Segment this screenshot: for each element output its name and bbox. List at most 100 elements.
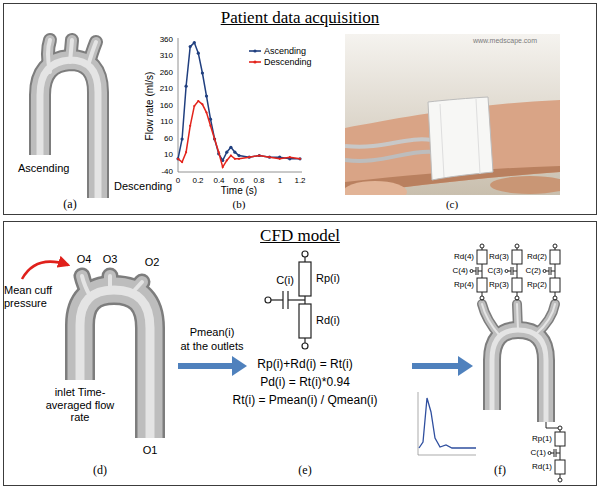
cuff-photo xyxy=(440,99,480,177)
tick-label: -40 xyxy=(161,167,173,176)
aorta-model xyxy=(80,276,150,438)
legend-sample xyxy=(253,49,256,52)
windkessel-circuit xyxy=(265,251,311,349)
component-label: Rp(3) xyxy=(489,280,509,289)
component-label: Rp(1) xyxy=(532,434,552,443)
data-point xyxy=(233,151,236,154)
process-arrow xyxy=(412,363,460,369)
aorta-model xyxy=(40,60,98,198)
windkessel-circuit xyxy=(299,262,311,296)
data-point xyxy=(222,166,224,168)
panel-title: CFD model xyxy=(4,226,596,246)
data-point xyxy=(230,154,232,156)
aorta-model xyxy=(482,304,555,422)
component-label: Rp(2) xyxy=(527,280,547,289)
data-point xyxy=(234,158,236,160)
data-point xyxy=(209,125,211,127)
panel-letter: (e) xyxy=(298,464,311,478)
data-point xyxy=(185,85,188,88)
cuff-photo xyxy=(345,152,433,161)
process-arrow xyxy=(178,363,234,369)
data-point xyxy=(189,125,191,127)
windkessel-circuit xyxy=(304,338,305,343)
data-point xyxy=(177,158,179,160)
cuff-photo xyxy=(345,139,432,146)
panel-letter: (a) xyxy=(63,198,76,212)
panel-title: Patient data acquisition xyxy=(4,8,596,28)
data-point xyxy=(214,138,216,140)
tick-label: 10 xyxy=(164,150,173,159)
panel-letter: (c) xyxy=(446,198,458,211)
resistor-symbol xyxy=(546,422,558,428)
tick-label: 360 xyxy=(160,35,173,44)
outlet-label: O2 xyxy=(145,256,160,269)
watermark: www.medscape.com xyxy=(473,37,537,45)
part-label: Ascending xyxy=(18,162,69,175)
data-point xyxy=(218,151,220,153)
data-point xyxy=(201,103,203,105)
outlet-label: O4 xyxy=(77,253,92,266)
data-point xyxy=(181,161,183,163)
data-point xyxy=(279,158,281,160)
component-label: Rd(3) xyxy=(489,252,509,261)
flow-chart-axes xyxy=(178,38,179,172)
panel-letter: (f) xyxy=(494,464,506,478)
component-label: Rd(1) xyxy=(532,462,552,471)
process-arrow xyxy=(178,356,473,376)
data-point xyxy=(189,45,192,48)
data-point xyxy=(237,154,240,157)
data-point xyxy=(201,71,204,74)
panel-letter: (d) xyxy=(93,464,107,478)
legend-sample xyxy=(253,60,256,63)
data-point xyxy=(197,52,200,55)
axis-title: Flow rate (ml/s) xyxy=(144,72,156,141)
arrow-label: at the outlets xyxy=(181,340,244,353)
windkessel-circuit xyxy=(302,251,308,257)
data-point xyxy=(258,154,260,156)
process-arrow xyxy=(232,356,247,376)
data-point xyxy=(193,105,195,107)
data-point xyxy=(289,156,291,158)
process-arrow xyxy=(458,356,473,376)
aorta-model xyxy=(492,330,546,422)
arrow-label: Pmean(i) xyxy=(190,326,235,339)
data-point xyxy=(299,158,301,160)
data-point xyxy=(205,95,208,98)
component-label: C(1) xyxy=(530,448,546,457)
note: inlet Time-averaged flow rate xyxy=(37,386,123,424)
data-point xyxy=(205,112,207,114)
tick-label: 60 xyxy=(164,134,173,143)
legend-label: Ascending xyxy=(264,46,306,56)
equation: Rt(i) = Pmean(i) / Qmean(i) xyxy=(232,394,377,408)
cuff-photo xyxy=(345,181,407,195)
panel-letter: (b) xyxy=(233,198,246,211)
tick-label: 260 xyxy=(160,68,173,77)
aorta-model xyxy=(40,40,98,198)
cuff-photo xyxy=(345,34,560,195)
data-point xyxy=(185,151,187,153)
cuff-photo xyxy=(345,34,560,195)
data-point xyxy=(238,158,240,160)
component-label: C(i) xyxy=(276,274,294,287)
windkessel-circuit xyxy=(288,299,305,300)
inlet-flow-chart xyxy=(419,398,476,448)
aorta-model xyxy=(40,60,98,198)
component-label: Rd(i) xyxy=(316,314,340,327)
data-point xyxy=(225,151,228,154)
tick-label: 0 xyxy=(176,176,180,185)
tick-label: 0.8 xyxy=(253,176,264,185)
windkessel-circuit xyxy=(299,304,311,338)
legend-sample xyxy=(249,50,261,52)
tick-label: 0.6 xyxy=(233,176,244,185)
tick-label: 160 xyxy=(160,101,173,110)
tick-label: 1 xyxy=(278,176,282,185)
windkessel-circuit xyxy=(271,299,283,300)
component-label: Rd(2) xyxy=(527,252,547,261)
component-label: C(2) xyxy=(525,266,541,275)
tick-label: 1.2 xyxy=(294,176,305,185)
windkessel-circuit xyxy=(265,297,271,303)
tick-label: 110 xyxy=(160,117,173,126)
aorta-model xyxy=(80,290,150,438)
component-label: Rd(4) xyxy=(454,252,474,261)
windkessel-circuit xyxy=(287,291,288,309)
